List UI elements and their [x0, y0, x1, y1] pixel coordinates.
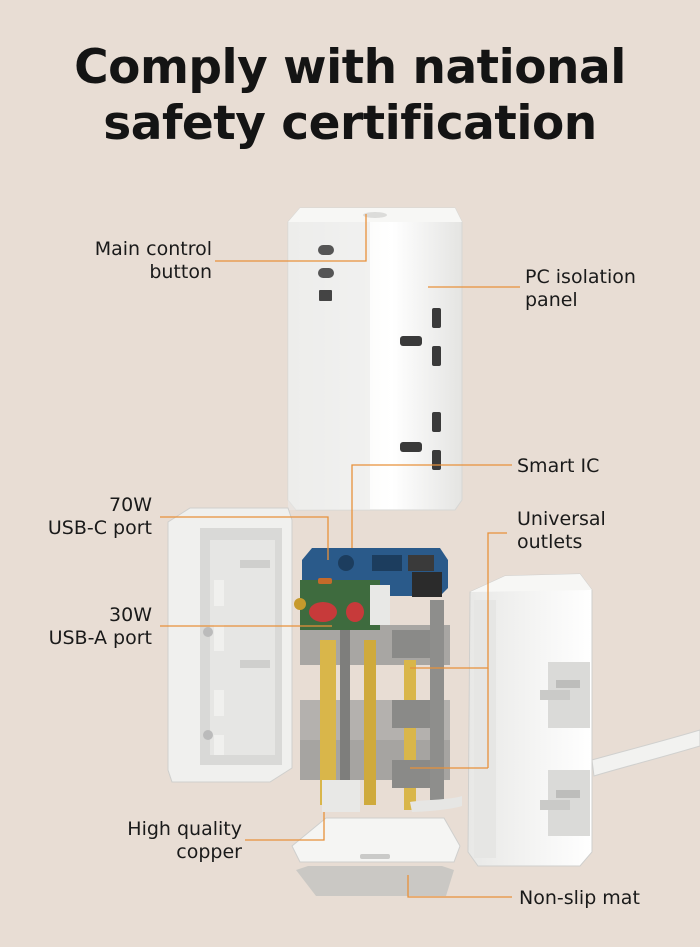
callout-universal-outlets: Universal outlets	[517, 508, 677, 554]
left-shell	[167, 507, 293, 783]
callout-text: outlets	[517, 531, 583, 553]
callout-usb-c-port: 70W USB-C port	[20, 494, 152, 540]
non-slip-mat-part	[296, 866, 454, 896]
callout-text: button	[149, 261, 212, 283]
pcb-board	[294, 548, 448, 630]
callout-high-quality-copper: High quality copper	[90, 818, 242, 864]
usb-c-port-icon	[318, 245, 334, 255]
callout-text: High quality	[127, 818, 242, 840]
top-housing	[287, 207, 463, 511]
capacitor	[309, 602, 337, 622]
callout-usb-a-port: 30W USB-A port	[20, 604, 152, 650]
usb-a-port-icon	[319, 290, 332, 301]
copper-strip	[364, 640, 376, 805]
callout-text: 30W	[109, 604, 152, 626]
callout-text: USB-C port	[47, 517, 152, 539]
outlet-icon	[400, 308, 441, 366]
callout-text: USB-A port	[48, 627, 152, 649]
headline-line-1: Comply with national	[74, 40, 626, 95]
callout-text: Non-slip mat	[519, 887, 640, 909]
callout-text: Universal	[517, 508, 606, 530]
internal-frame	[300, 600, 450, 812]
callout-text: Smart IC	[517, 455, 600, 477]
headline: Comply with national safety certificatio…	[0, 40, 700, 152]
callout-text: 70W	[109, 494, 152, 516]
headline-line-2: safety certification	[103, 96, 597, 151]
right-shell	[467, 573, 700, 867]
callout-text: panel	[525, 289, 578, 311]
callout-smart-ic: Smart IC	[517, 455, 677, 478]
bottom-plate	[291, 796, 462, 863]
leader-lines	[160, 214, 520, 898]
copper-strip	[320, 640, 336, 805]
callout-non-slip-mat: Non-slip mat	[519, 887, 689, 910]
usb-c-port-icon	[318, 268, 334, 278]
callout-pc-isolation-panel: PC isolation panel	[525, 266, 685, 312]
callout-main-control-button: Main control button	[60, 238, 212, 284]
callout-text: Main control	[94, 238, 212, 260]
callout-text: PC isolation	[525, 266, 636, 288]
callout-text: copper	[176, 841, 242, 863]
